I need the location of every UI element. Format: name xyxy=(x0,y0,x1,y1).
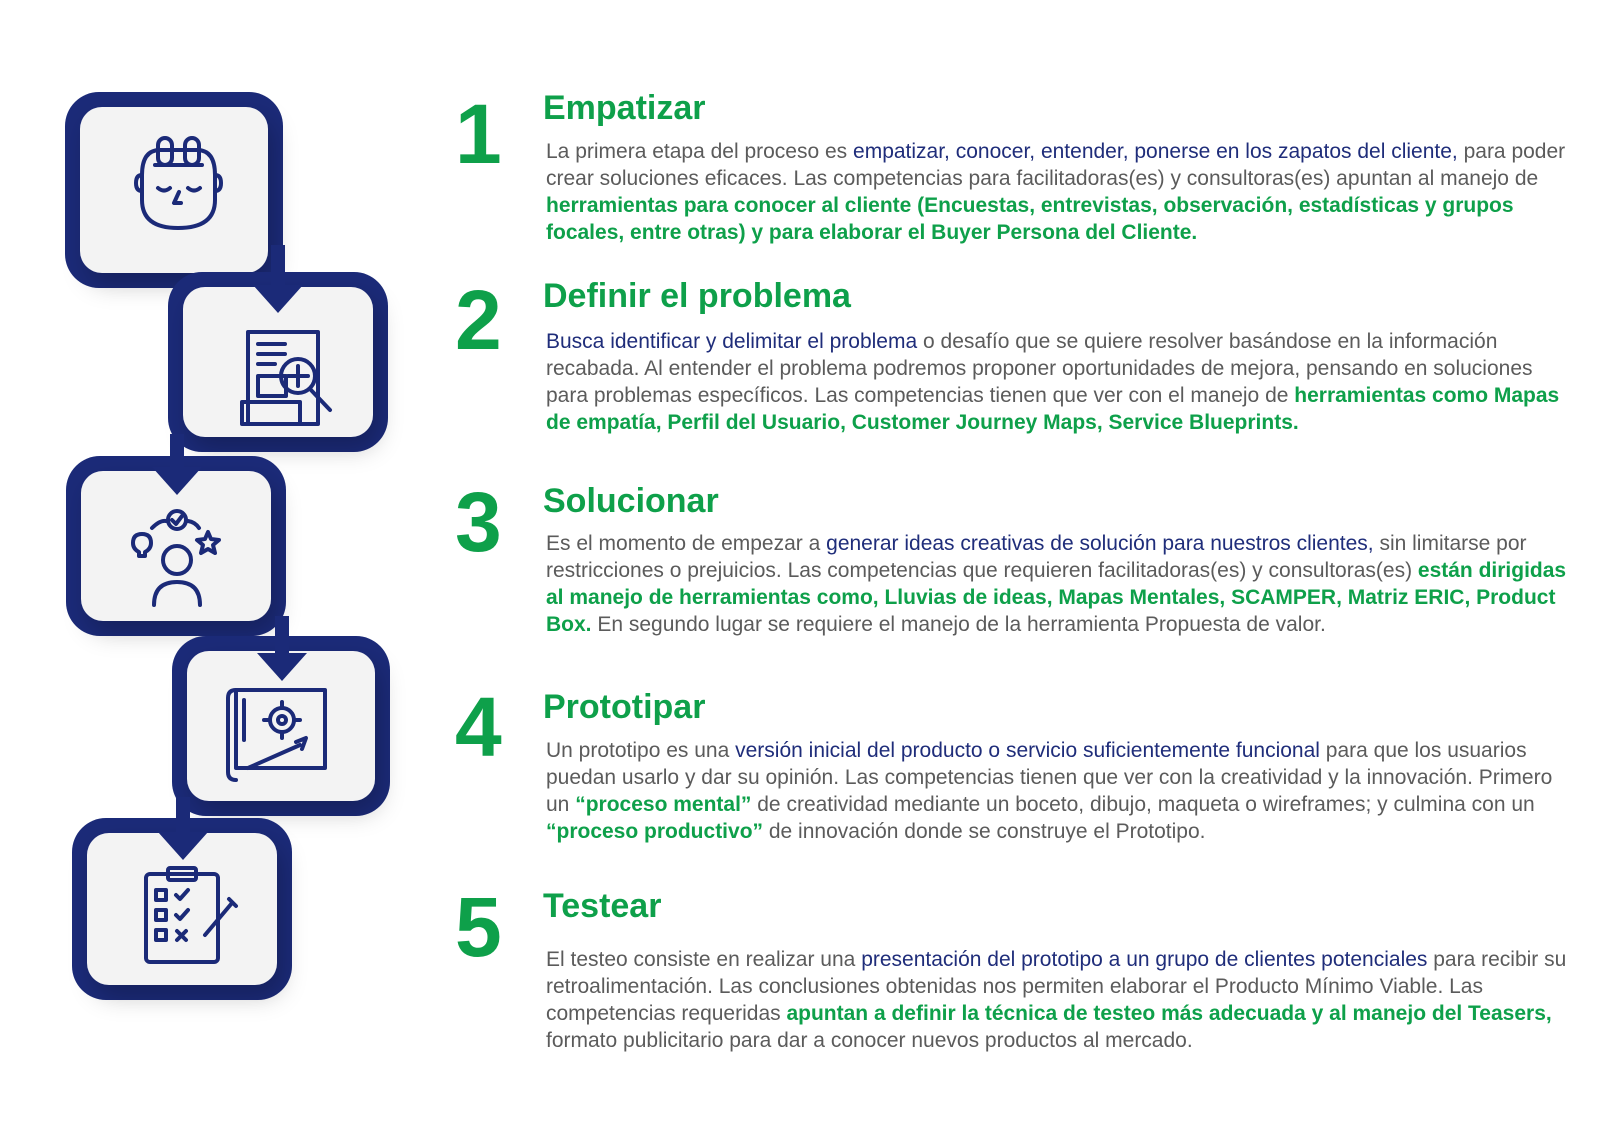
step-number: 1 xyxy=(455,87,502,181)
step-title: Testear xyxy=(543,887,662,925)
step-number: 5 xyxy=(455,880,502,974)
blueprint-gear-icon xyxy=(226,688,327,782)
step-description: Un prototipo es una versión inicial del … xyxy=(546,739,1553,843)
step-title: Definir el problema xyxy=(543,277,851,315)
step-description: Es el momento de empezar a generar ideas… xyxy=(546,532,1567,636)
step-5-card xyxy=(72,818,292,1000)
step-number: 3 xyxy=(455,475,502,569)
step-title: Solucionar xyxy=(543,482,719,520)
document-search-icon xyxy=(240,330,332,426)
flow-arrows xyxy=(152,245,307,860)
step-description: La primera etapa del proceso es empatiza… xyxy=(546,140,1566,244)
step-number: 2 xyxy=(455,273,502,367)
step-description: Busca identificar y delimitar el problem… xyxy=(546,330,1560,434)
step-4-card xyxy=(172,636,390,816)
step-number: 4 xyxy=(455,680,502,774)
empathy-head-icon xyxy=(134,136,223,230)
step-title: Empatizar xyxy=(543,89,706,127)
step-description: El testeo consiste en realizar una prese… xyxy=(546,948,1567,1052)
checklist-icon xyxy=(144,866,238,964)
person-ideas-icon xyxy=(131,509,221,607)
step-title: Prototipar xyxy=(543,688,706,726)
step-2-card xyxy=(168,272,388,452)
step-3-card xyxy=(66,456,286,636)
step-1-card xyxy=(65,92,283,288)
process-flow-graphic xyxy=(65,92,390,1000)
